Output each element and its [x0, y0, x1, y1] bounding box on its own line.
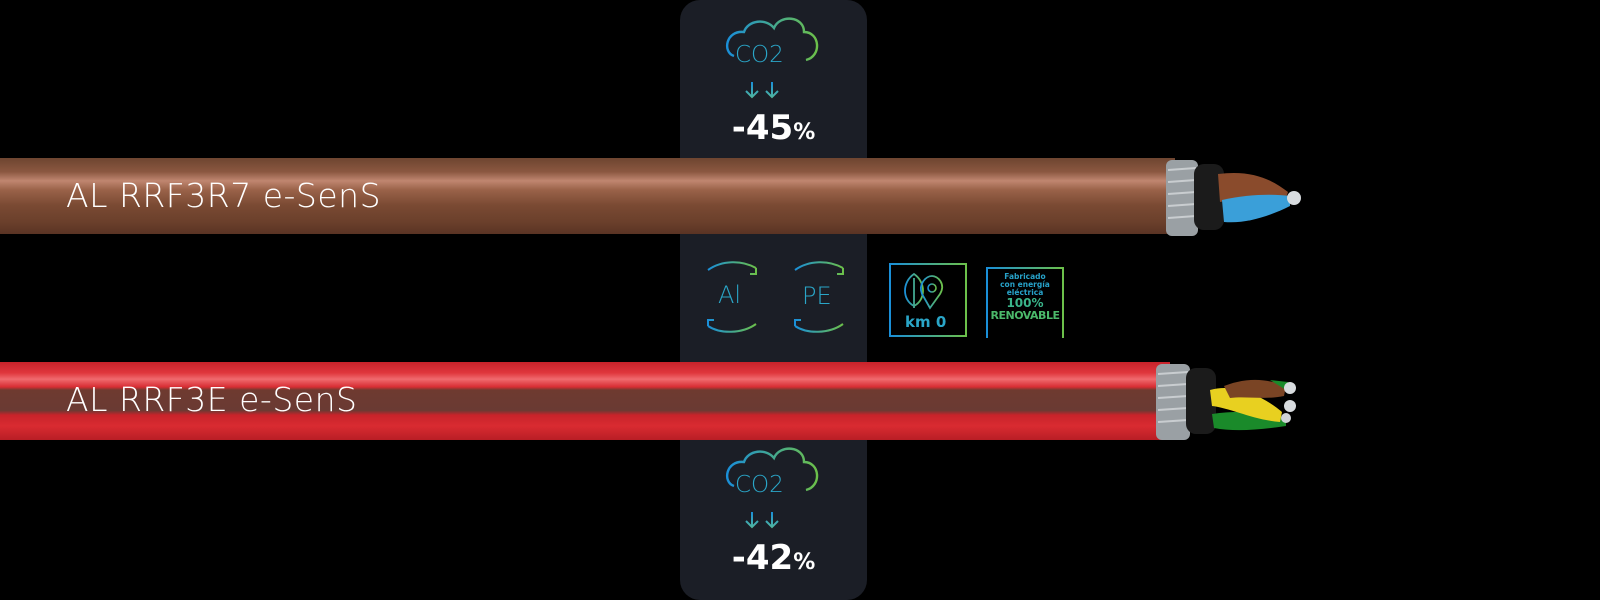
cable-label: AL RRF3R7 e-SenS	[66, 176, 382, 215]
cable-al-rrf3e: AL RRF3E e-SenS	[0, 362, 1170, 440]
co2-reduction-bottom: -42%	[731, 538, 816, 578]
co2-reduction-icon	[725, 17, 819, 99]
cable-end-brown-icon	[1166, 160, 1301, 236]
renewable-energy-badge-icon	[986, 267, 1064, 338]
co2-reduction-top: -45%	[731, 108, 816, 148]
renewable-badge-text: Fabricado con energía eléctrica 100% REN…	[990, 272, 1060, 322]
co2-label: CO2	[735, 472, 784, 498]
recycle-label-al: Al	[718, 281, 742, 309]
co2-label: CO2	[735, 42, 784, 68]
recycle-aluminium-icon	[707, 261, 757, 333]
cable-al-rrf3r7: AL RRF3R7 e-SenS	[0, 158, 1175, 234]
km0-label: km 0	[905, 313, 947, 331]
co2-reduction-icon	[725, 447, 819, 529]
cable-end-red-icon	[1156, 364, 1296, 440]
recycle-label-pe: PE	[802, 282, 832, 310]
km0-badge-icon	[889, 263, 967, 337]
sustainability-panel	[680, 0, 867, 600]
recycle-pe-icon	[794, 261, 844, 333]
cable-label: AL RRF3E e-SenS	[66, 380, 358, 419]
